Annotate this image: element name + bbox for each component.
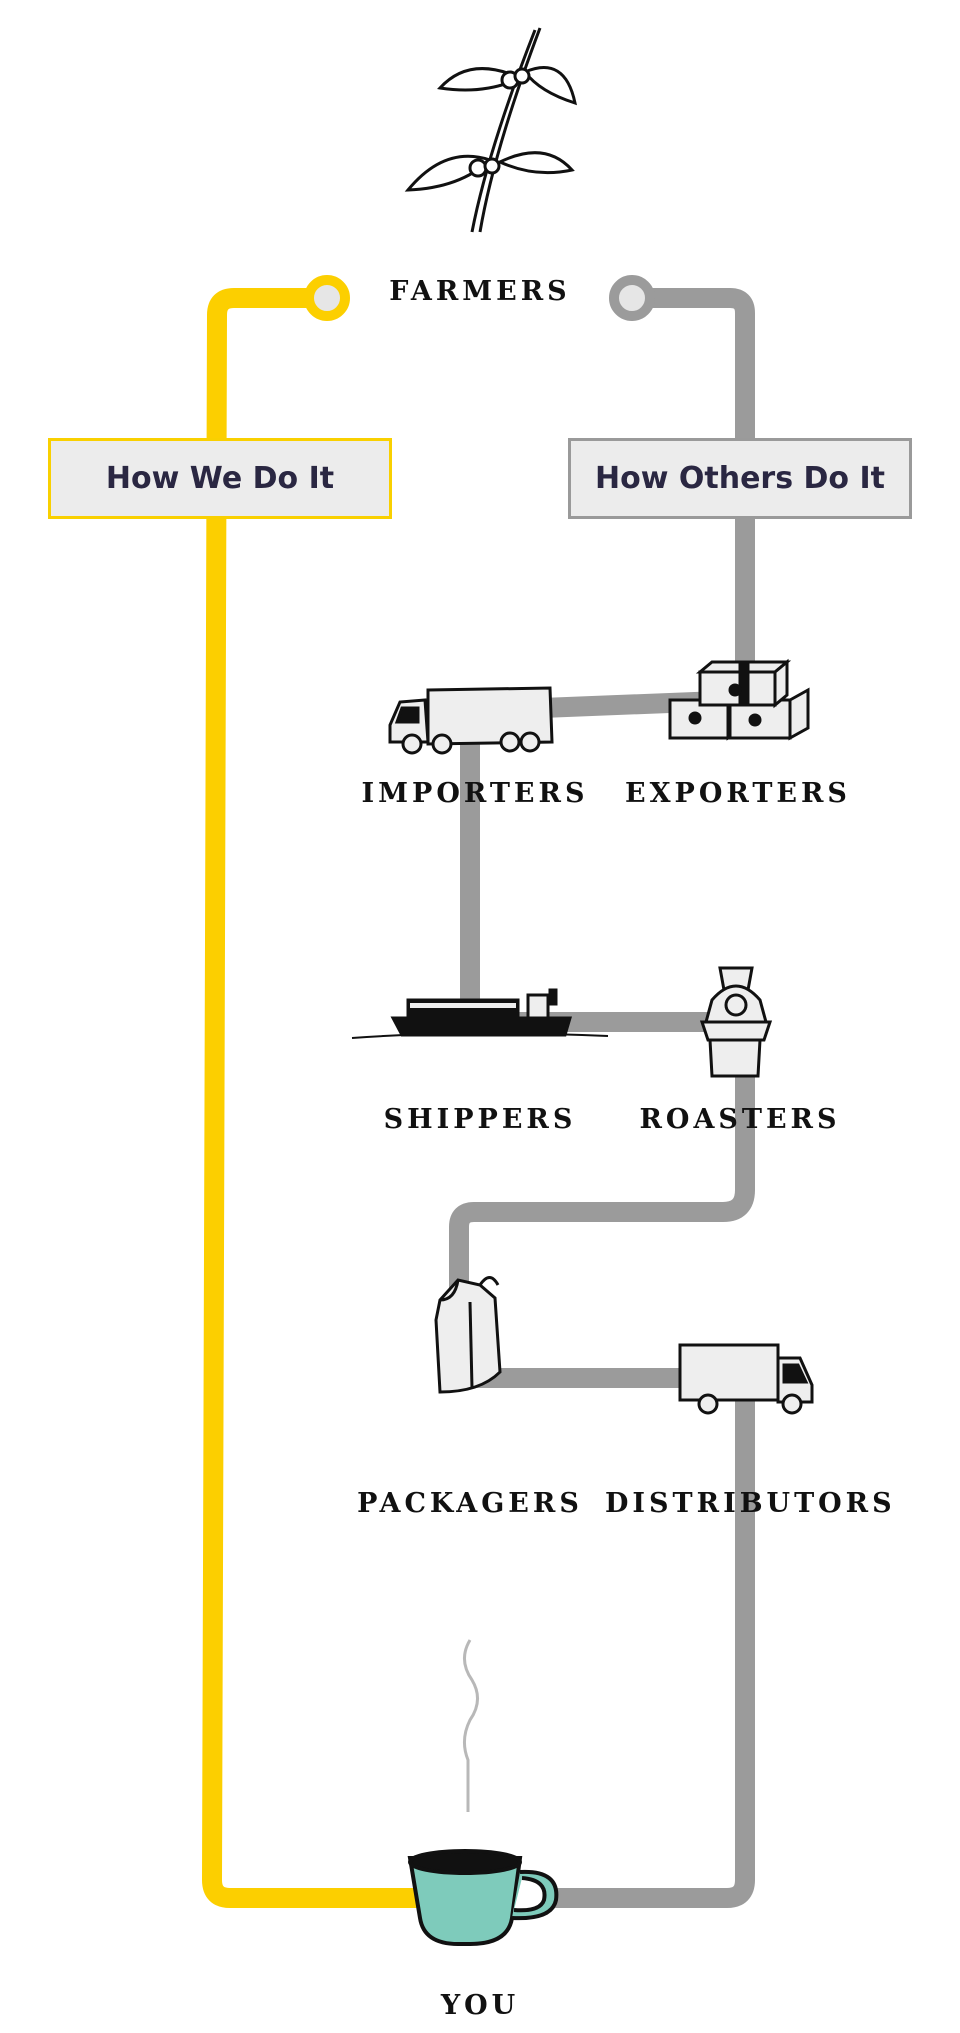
- exporters-stage-label: EXPORTERS: [625, 778, 851, 809]
- you-node-label: YOU: [440, 1990, 520, 2021]
- coffee-plant-icon: [404, 27, 577, 233]
- roaster-machine-icon: [699, 966, 773, 1078]
- cargo-ship-icon: [351, 988, 609, 1039]
- coffee-cup-icon: [407, 1849, 559, 1946]
- others-route-start-dot: [609, 275, 655, 321]
- delivery-van-icon: [678, 1343, 814, 1415]
- distributors-stage-label: DISTRIBUTORS: [605, 1488, 896, 1519]
- our-route-label-box: How We Do It: [48, 438, 392, 519]
- shippers-stage-label: SHIPPERS: [383, 1104, 577, 1135]
- coffee-bag-icon: [434, 1276, 502, 1394]
- truck-icon: [388, 686, 554, 755]
- others-route-line: [449, 288, 755, 1908]
- others-route-label-box: How Others Do It: [568, 438, 912, 519]
- importers-stage-label: IMPORTERS: [361, 778, 589, 809]
- boxes-icon: [668, 658, 810, 741]
- our-route-line: [202, 288, 430, 1908]
- our-route-start-dot: [304, 275, 350, 321]
- roasters-stage-label: ROASTERS: [639, 1104, 841, 1135]
- farmers-node-label: FARMERS: [389, 276, 571, 307]
- packagers-stage-label: PACKAGERS: [357, 1488, 583, 1519]
- steam-icon: [463, 1639, 479, 1812]
